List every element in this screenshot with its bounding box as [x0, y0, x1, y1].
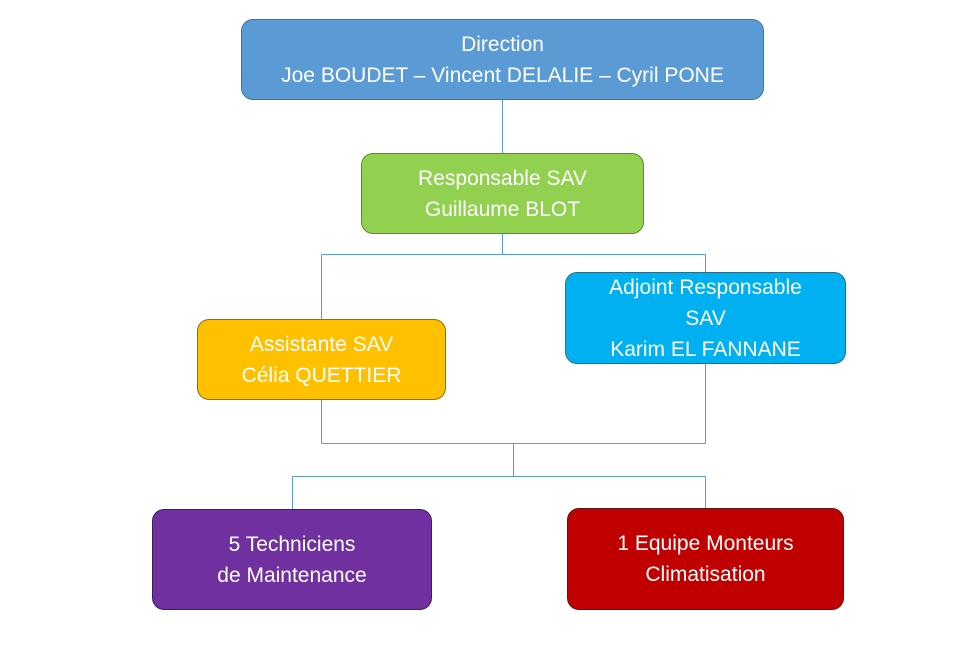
- adjoint-title-line1: Adjoint Responsable: [609, 275, 802, 299]
- assistante-title: Assistante SAV: [249, 332, 394, 356]
- node-responsable-sav: Responsable SAV Guillaume BLOT: [361, 153, 644, 234]
- adjoint-title-line2: SAV: [685, 306, 726, 330]
- node-techniciens: 5 Techniciens de Maintenance: [152, 509, 432, 610]
- responsable-name: Guillaume BLOT: [424, 197, 581, 221]
- monteurs-line2: Climatisation: [645, 563, 766, 586]
- node-adjoint-responsable: Adjoint Responsable SAV Karim EL FANNANE: [565, 272, 846, 364]
- techniciens-line1: 5 Techniciens: [228, 532, 356, 556]
- responsable-title: Responsable SAV: [418, 166, 587, 190]
- techniciens-line2: de Maintenance: [217, 563, 367, 587]
- monteurs-line1: 1 Equipe Monteurs: [617, 532, 794, 555]
- direction-members: Joe BOUDET – Vincent DELALIE – Cyril PON…: [281, 63, 724, 87]
- node-direction: Direction Joe BOUDET – Vincent DELALIE –…: [241, 19, 764, 100]
- adjoint-name: Karim EL FANNANE: [610, 337, 801, 361]
- node-monteurs: 1 Equipe Monteurs Climatisation: [567, 508, 844, 610]
- direction-title: Direction: [461, 32, 544, 56]
- node-assistante-sav: Assistante SAV Célia QUETTIER: [197, 319, 446, 400]
- assistante-name: Célia QUETTIER: [241, 363, 402, 387]
